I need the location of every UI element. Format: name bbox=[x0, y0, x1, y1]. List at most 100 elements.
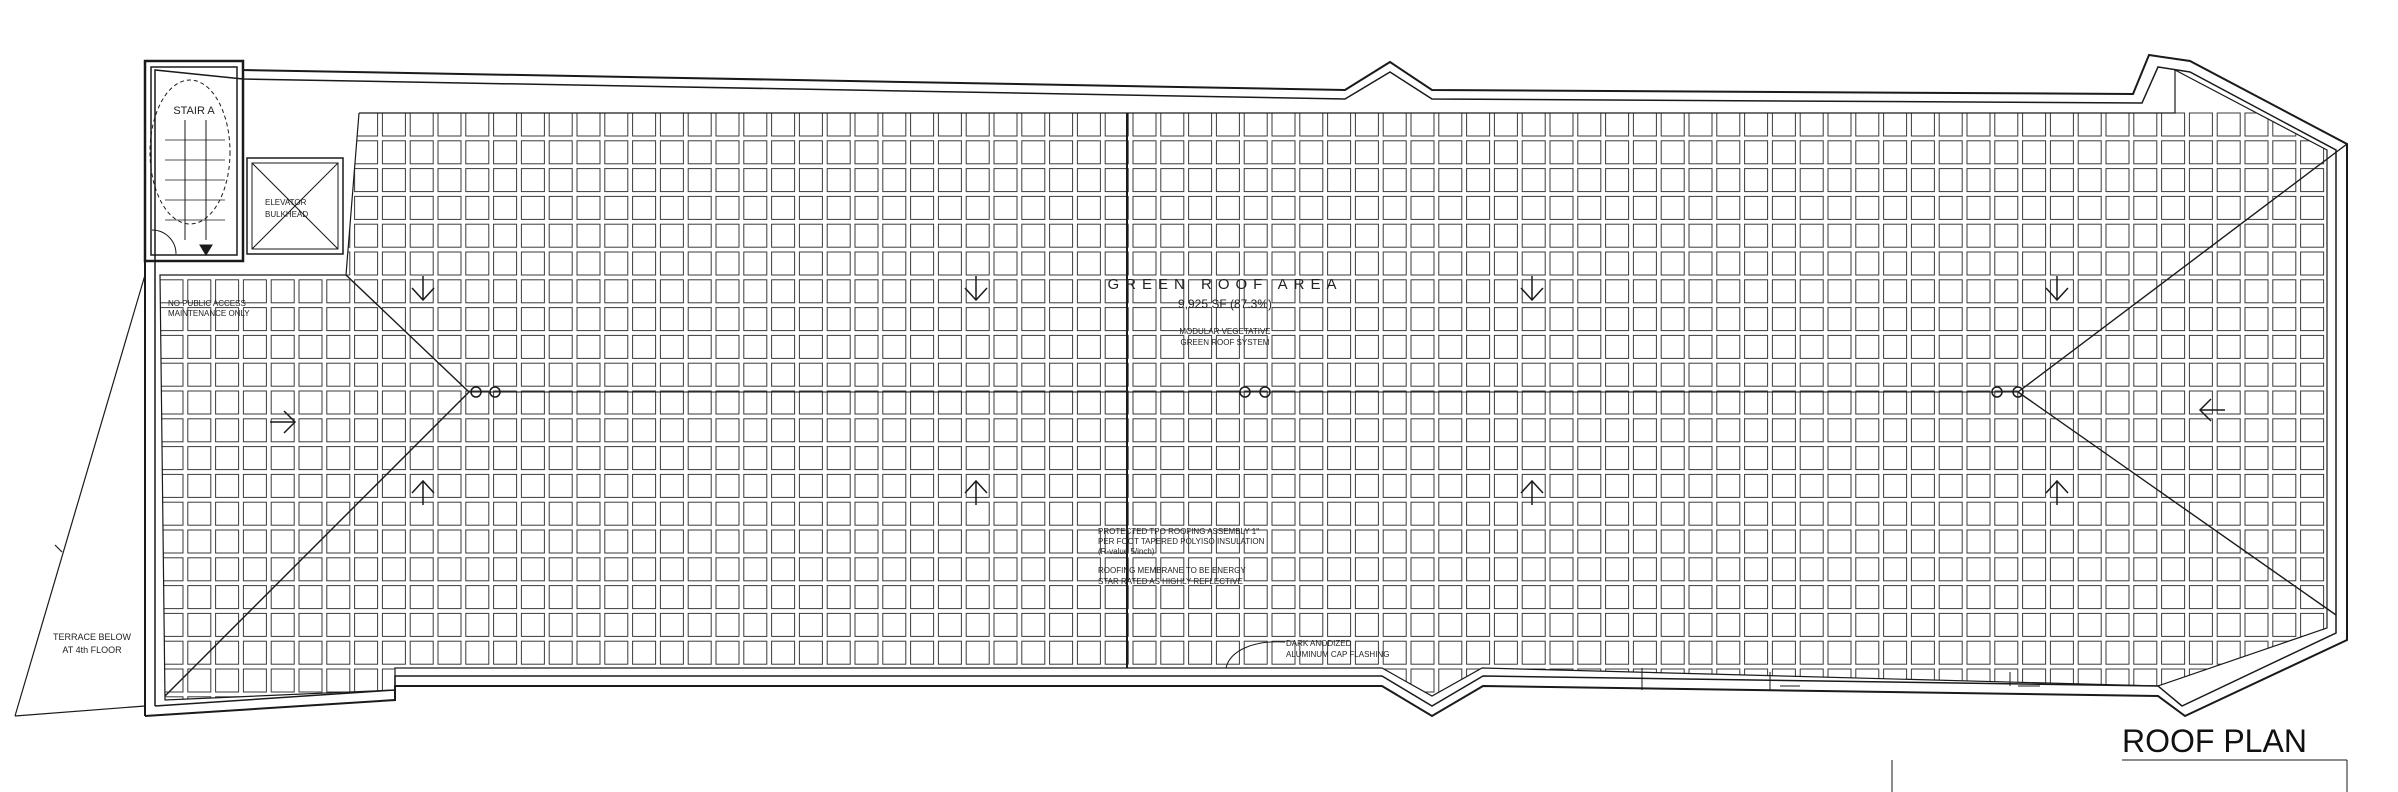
paver-tile bbox=[798, 251, 823, 276]
paver-tile bbox=[2216, 195, 2241, 220]
paver-tile bbox=[1910, 696, 1935, 700]
paver-tile bbox=[1688, 279, 1713, 304]
paver-tile bbox=[965, 390, 990, 415]
paver-tile bbox=[1382, 223, 1407, 248]
paver-tile bbox=[1104, 195, 1129, 220]
paver-tile bbox=[1799, 334, 1824, 359]
elevator-outer-wall bbox=[246, 157, 344, 255]
paver-tile bbox=[1215, 334, 1240, 359]
paver-tile bbox=[965, 696, 990, 700]
paver-tile bbox=[548, 279, 573, 304]
paver-tile bbox=[1354, 446, 1379, 471]
paver-tile bbox=[659, 640, 684, 665]
paver-tile bbox=[1410, 168, 1435, 193]
paver-tile bbox=[2272, 334, 2297, 359]
slope-arrow-up-1 bbox=[411, 479, 435, 505]
paver-tile bbox=[937, 529, 962, 554]
paver-tile bbox=[826, 279, 851, 304]
paver-tile bbox=[1549, 668, 1574, 693]
paver-tile bbox=[465, 168, 490, 193]
paver-tile bbox=[910, 168, 935, 193]
paver-tile bbox=[1188, 307, 1213, 332]
paver-tile bbox=[937, 585, 962, 610]
paver-tile bbox=[1577, 362, 1602, 387]
paver-tile bbox=[576, 446, 601, 471]
paver-tile bbox=[1076, 279, 1101, 304]
paver-tile bbox=[1660, 418, 1685, 443]
paver-tile bbox=[493, 112, 518, 137]
paver-tile bbox=[520, 195, 545, 220]
paver-tile bbox=[493, 251, 518, 276]
paver-tile bbox=[326, 612, 351, 637]
paver-tile bbox=[1827, 446, 1852, 471]
paver-tile bbox=[1410, 334, 1435, 359]
paver-tile bbox=[242, 501, 267, 526]
paver-tile bbox=[910, 418, 935, 443]
paver-tile bbox=[381, 168, 406, 193]
paver-tile bbox=[937, 223, 962, 248]
paver-tile bbox=[1744, 612, 1769, 637]
roof-drain-6 bbox=[2012, 386, 2024, 398]
paver-tile bbox=[1299, 168, 1324, 193]
paver-tile bbox=[326, 140, 351, 165]
paver-tile bbox=[437, 612, 462, 637]
paver-tile bbox=[1188, 334, 1213, 359]
paver-tile bbox=[1938, 195, 1963, 220]
paver-tile bbox=[2077, 640, 2102, 665]
paver-tile bbox=[1577, 334, 1602, 359]
paver-tile bbox=[1938, 140, 1963, 165]
paver-tile bbox=[160, 334, 184, 359]
paver-tile bbox=[1577, 640, 1602, 665]
paver-tile bbox=[604, 418, 629, 443]
paver-tile bbox=[965, 362, 990, 387]
paver-tile bbox=[381, 279, 406, 304]
paver-tile bbox=[1021, 307, 1046, 332]
paver-tile bbox=[465, 473, 490, 498]
paver-tile bbox=[1160, 612, 1185, 637]
paver-tile bbox=[1660, 279, 1685, 304]
paver-tile bbox=[937, 307, 962, 332]
paver-tile bbox=[798, 640, 823, 665]
paver-tile bbox=[215, 612, 240, 637]
paver-tile bbox=[215, 334, 240, 359]
paver-tile bbox=[2300, 307, 2325, 332]
paver-tile bbox=[1493, 473, 1518, 498]
paver-tile bbox=[2077, 168, 2102, 193]
paver-tile bbox=[1188, 112, 1213, 137]
paver-tile bbox=[298, 668, 323, 693]
paver-tile bbox=[1660, 501, 1685, 526]
paver-tile bbox=[1577, 585, 1602, 610]
paver-tile bbox=[2272, 585, 2297, 610]
paver-tile bbox=[548, 668, 573, 693]
paver-tile bbox=[1382, 140, 1407, 165]
paver-tile bbox=[520, 112, 545, 137]
paver-tile bbox=[270, 168, 295, 193]
paver-tile bbox=[659, 223, 684, 248]
paver-tile bbox=[632, 585, 657, 610]
paver-tile bbox=[604, 696, 629, 700]
paver-tile bbox=[187, 668, 212, 693]
paver-tile bbox=[1938, 418, 1963, 443]
paver-tile bbox=[242, 612, 267, 637]
paver-tile bbox=[381, 640, 406, 665]
paver-tile bbox=[1910, 307, 1935, 332]
paver-tile bbox=[2105, 334, 2130, 359]
paver-tile bbox=[2049, 223, 2074, 248]
paver-tile bbox=[1382, 195, 1407, 220]
paver-tile bbox=[409, 362, 434, 387]
paver-tile bbox=[576, 112, 601, 137]
paver-tile bbox=[1160, 640, 1185, 665]
paver-tile bbox=[1243, 251, 1268, 276]
paver-tile bbox=[1493, 362, 1518, 387]
roof-drain-5 bbox=[1991, 386, 2003, 398]
paver-tile bbox=[2244, 140, 2269, 165]
paver-tile bbox=[1493, 612, 1518, 637]
paver-tile bbox=[1605, 612, 1630, 637]
paver-tile bbox=[409, 279, 434, 304]
paver-tile bbox=[1410, 446, 1435, 471]
paver-tile bbox=[1716, 307, 1741, 332]
paver-tile bbox=[937, 696, 962, 700]
paver-tile bbox=[326, 640, 351, 665]
paver-tile bbox=[1410, 307, 1435, 332]
paver-tile bbox=[1132, 168, 1157, 193]
